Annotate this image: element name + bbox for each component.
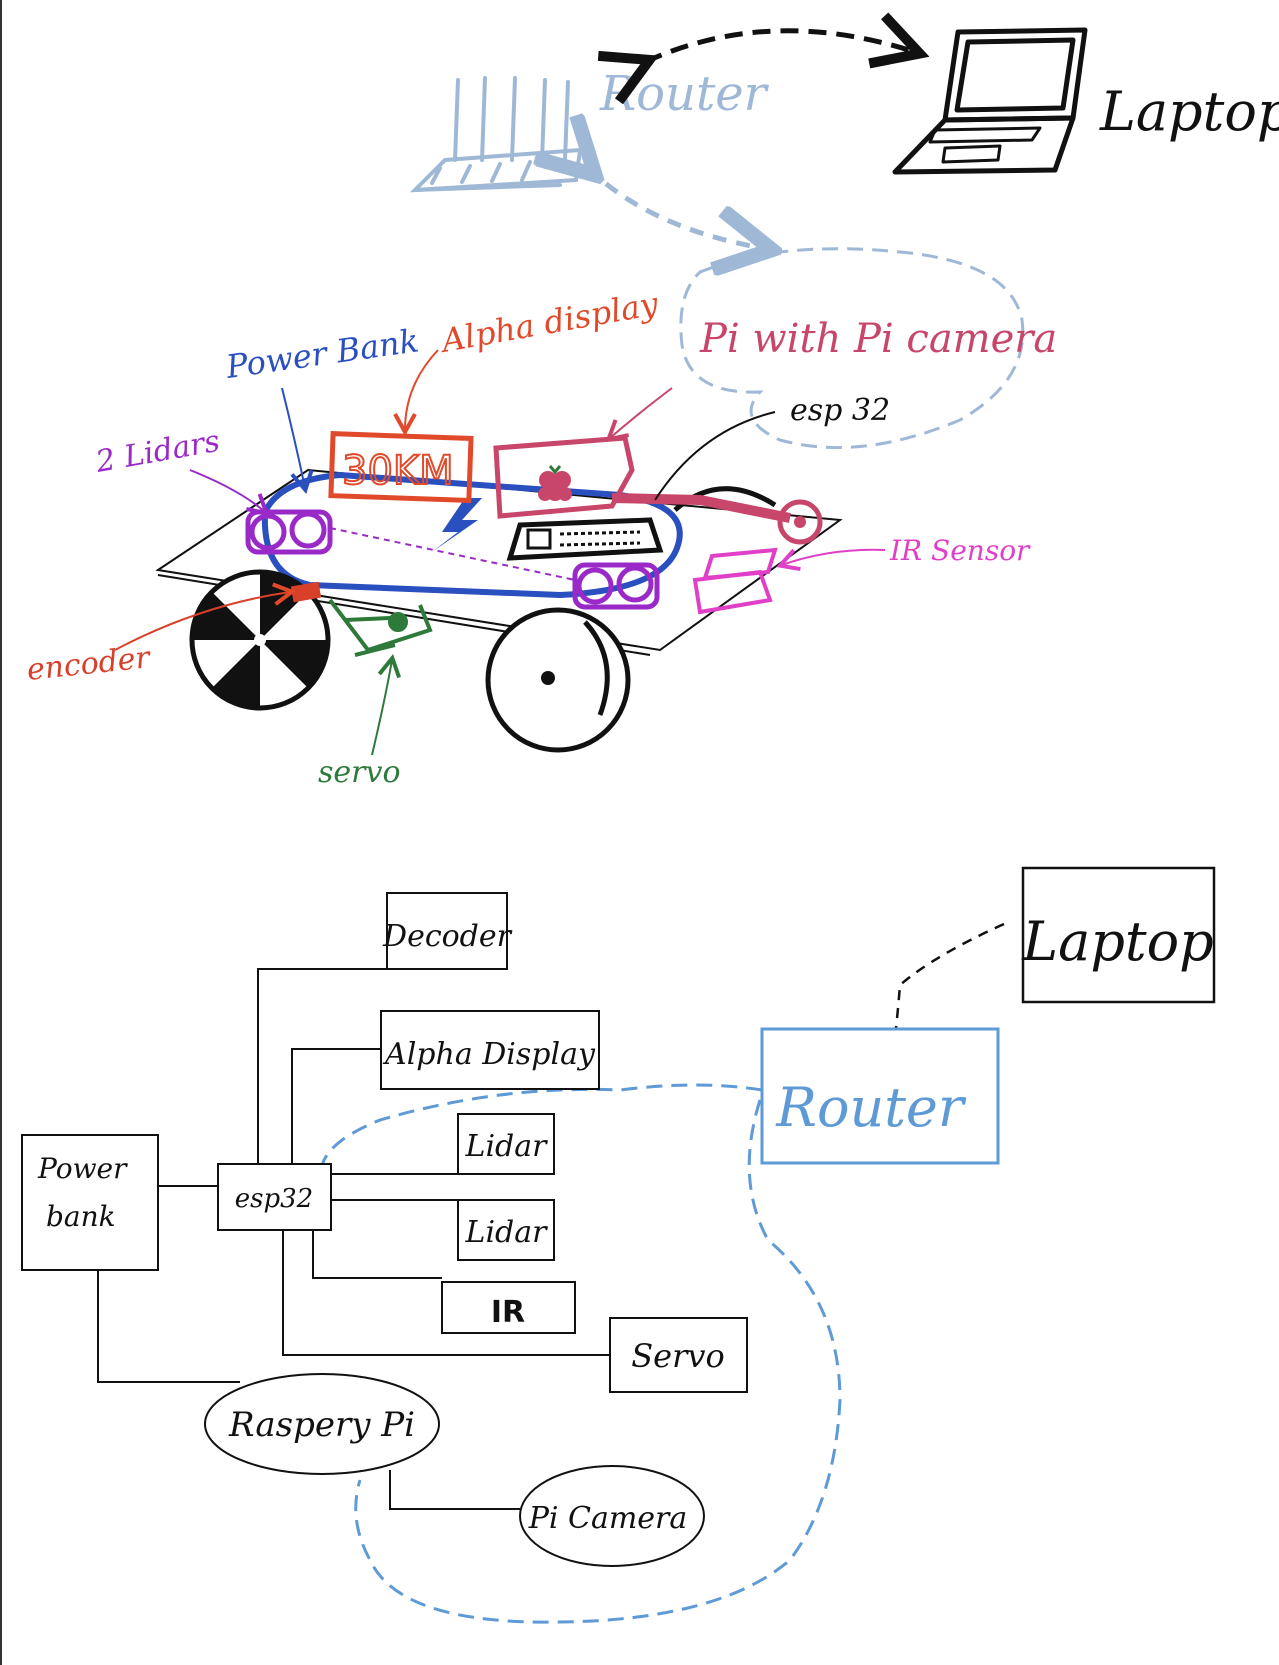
alpha-display-sketch-label: Alpha display: [436, 284, 662, 360]
power-bank-pointer: [281, 387, 305, 488]
display-readout: 30KM: [342, 448, 454, 494]
raspberry-pi-ellipse: [204, 1373, 440, 1475]
lidar-sketch-rear: [572, 562, 660, 610]
lightning-icon: [432, 498, 482, 552]
encoder-sketch-label: encoder: [25, 640, 153, 688]
laptop-sketch-label: Laptop: [1099, 80, 1279, 143]
router-label: Router: [775, 1076, 967, 1139]
ir-label: IR: [491, 1295, 525, 1330]
esp32-pointer: [654, 411, 776, 501]
pi-sketch-label: Pi with Pi camera: [699, 316, 1057, 362]
servo-box: [609, 1317, 748, 1393]
laptop-label: Laptop: [1021, 910, 1213, 973]
pi-camera-ellipse: [519, 1465, 705, 1567]
decoder-label: Decoder: [382, 919, 513, 954]
esp32-board-sketch: [506, 517, 664, 561]
alpha-display-sketch: [328, 431, 474, 504]
lidar-sketch-front: [245, 509, 333, 555]
raspberry-pi-label: Raspery Pi: [228, 1405, 415, 1445]
pi-camera-label: Pi Camera: [528, 1501, 688, 1536]
alpha-display-box: [380, 1010, 600, 1090]
power-bank-sketch-label: Power Bank: [223, 321, 421, 386]
servo-label: Servo: [631, 1337, 725, 1375]
lidar-box-1: [457, 1113, 555, 1175]
ir-sensor-pointer: [782, 548, 886, 565]
servo-pointer: [371, 660, 392, 756]
router-esp32-link: [320, 1083, 763, 1166]
esp32-label: esp32: [235, 1184, 313, 1214]
ir-sensor-sketch: [692, 547, 778, 615]
block-connectors: [97, 968, 610, 1510]
lidars-sketch-label: 2 Lidars: [92, 424, 222, 480]
lidar-label-1: Lidar: [465, 1129, 549, 1164]
power-bank-box: [21, 1134, 159, 1271]
lidars-pointer: [189, 469, 265, 512]
power-bank-label-line2: bank: [46, 1200, 116, 1233]
pi-cloud: [679, 247, 1025, 450]
ir-box: [441, 1281, 576, 1334]
alpha-display-pointer: [405, 349, 439, 430]
router-icon: [409, 76, 583, 193]
servo-sketch-label: servo: [318, 755, 401, 790]
power-bank-label-line1: Power: [37, 1152, 128, 1185]
laptop-box: [1021, 866, 1216, 1004]
lidar-link: [329, 527, 576, 581]
decoder-box: [386, 892, 508, 970]
router-laptop-link: [645, 31, 915, 62]
pi-pointer: [610, 387, 673, 438]
right-wheel: [485, 607, 631, 753]
esp32-sketch-label: esp 32: [790, 393, 890, 428]
laptop-icon: [892, 27, 1088, 175]
lidar-label-2: Lidar: [465, 1215, 549, 1250]
encoder-pointer: [114, 592, 290, 651]
router-sketch-label: Router: [599, 66, 770, 122]
encoder-sketch: [290, 581, 322, 603]
esp32-box: [217, 1163, 332, 1231]
servo-sketch: [328, 598, 433, 657]
router-box: [760, 1027, 1000, 1165]
raspberry-pi-sketch: [493, 435, 823, 545]
ir-sensor-sketch-label: IR Sensor: [889, 534, 1031, 567]
router-pi-link: [588, 168, 762, 248]
laptop-router-link: [894, 922, 1005, 1029]
lidar-box-2: [457, 1199, 555, 1261]
alpha-display-label: Alpha Display: [382, 1037, 596, 1072]
